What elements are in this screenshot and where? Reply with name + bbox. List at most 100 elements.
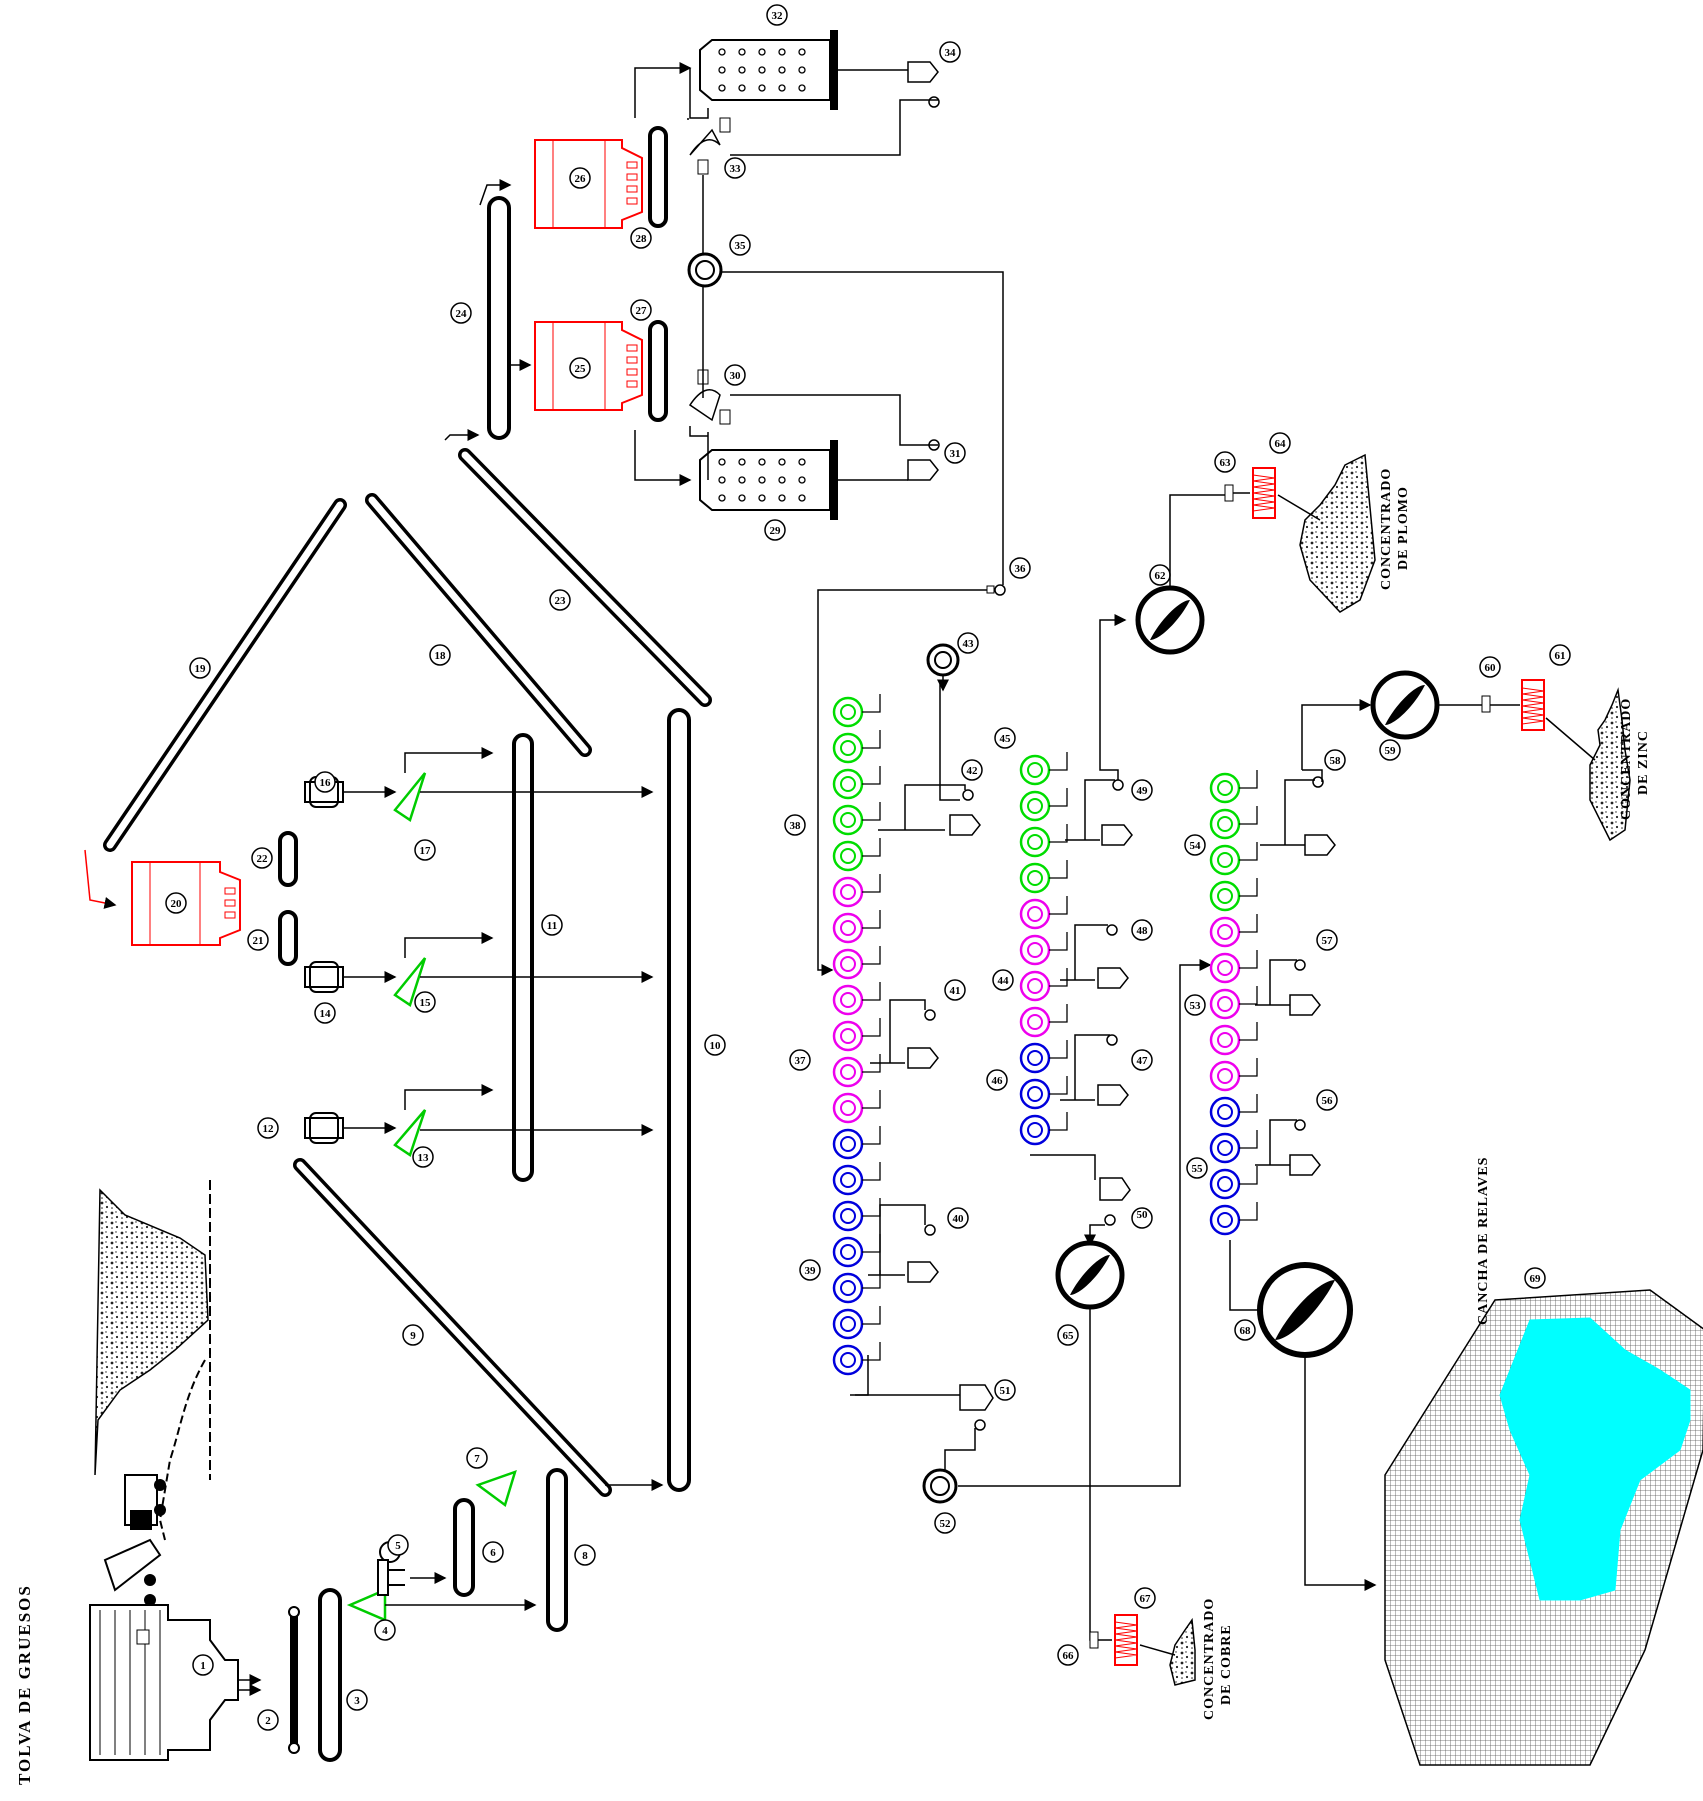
num-12: 12 bbox=[263, 1123, 275, 1135]
num-25: 25 bbox=[575, 363, 587, 375]
feeder-21 bbox=[280, 912, 296, 964]
tailings-label: CANCHA DE RELAVES bbox=[1476, 1157, 1491, 1325]
loader-icon bbox=[105, 1540, 160, 1606]
flotation-cell bbox=[1211, 1166, 1257, 1198]
screen-17 bbox=[395, 773, 425, 820]
pump-box-47 bbox=[1098, 1035, 1128, 1105]
num-30: 30 bbox=[730, 370, 742, 382]
num-5: 5 bbox=[395, 1540, 401, 1552]
copper-label-2: DE COBRE bbox=[1219, 1624, 1234, 1705]
flotation-cell bbox=[1021, 1076, 1067, 1108]
flotation-cell bbox=[1021, 1040, 1067, 1072]
flotation-cell bbox=[834, 1054, 880, 1086]
zinc-label-2: DE ZINC bbox=[1636, 730, 1651, 795]
feeder-28 bbox=[650, 128, 666, 226]
classifier-33 bbox=[690, 118, 730, 174]
flotation-cell bbox=[1021, 896, 1067, 928]
flotation-cell bbox=[834, 694, 880, 726]
num-22: 22 bbox=[257, 853, 269, 865]
flotation-cell bbox=[834, 982, 880, 1014]
num-54: 54 bbox=[1190, 840, 1202, 852]
flotation-cell bbox=[1021, 824, 1067, 856]
pump-box-48 bbox=[1098, 925, 1128, 988]
pump-box-56 bbox=[1290, 1120, 1320, 1175]
num-18: 18 bbox=[435, 650, 447, 662]
num-37: 37 bbox=[795, 1055, 807, 1067]
pump-36 bbox=[987, 585, 1005, 595]
num-7: 7 bbox=[474, 1453, 480, 1465]
num-61: 61 bbox=[1555, 650, 1566, 662]
flotation-cell bbox=[834, 1090, 880, 1122]
flotation-cell bbox=[1211, 1130, 1257, 1162]
flotation-cell bbox=[834, 946, 880, 978]
conveyor-3 bbox=[320, 1590, 340, 1760]
screen-7 bbox=[478, 1472, 515, 1505]
diagram-title: TOLVA DE GRUESOS bbox=[15, 1584, 34, 1785]
num-64: 64 bbox=[1275, 438, 1287, 450]
flotation-cell bbox=[1211, 842, 1257, 874]
flotation-cell bbox=[1021, 968, 1067, 1000]
num-53: 53 bbox=[1190, 1000, 1202, 1012]
cone-crusher-14 bbox=[305, 962, 343, 992]
num-33: 33 bbox=[730, 163, 742, 175]
num-8: 8 bbox=[582, 1550, 588, 1562]
filter-67 bbox=[1115, 1615, 1137, 1665]
flotation-cell bbox=[1211, 1022, 1257, 1054]
feeder-22 bbox=[280, 833, 296, 885]
lead-label-2: DE PLOMO bbox=[1396, 486, 1411, 570]
flotation-cell bbox=[1021, 752, 1067, 784]
zinc-label-1: CONCENTRADO bbox=[1619, 698, 1634, 820]
flotation-cell bbox=[834, 1342, 880, 1374]
num-63: 63 bbox=[1220, 457, 1232, 469]
num-11: 11 bbox=[547, 920, 557, 932]
pump-box-40 bbox=[908, 1225, 938, 1282]
pump-box-42 bbox=[950, 790, 980, 835]
coarse-ore-hopper: 1 bbox=[90, 1605, 238, 1760]
flotation-cell bbox=[1211, 878, 1257, 910]
num-28: 28 bbox=[636, 233, 648, 245]
apron-feeder: 2 bbox=[258, 1607, 299, 1753]
num-41: 41 bbox=[950, 985, 961, 997]
num-51: 51 bbox=[1000, 1385, 1011, 1397]
flotation-cell bbox=[1211, 1094, 1257, 1126]
thickener-68 bbox=[1260, 1265, 1350, 1355]
copper-pile bbox=[1170, 1620, 1195, 1685]
num-4: 4 bbox=[382, 1625, 388, 1637]
filter-64 bbox=[1253, 468, 1275, 518]
num-35: 35 bbox=[735, 240, 747, 252]
cone-crusher-12 bbox=[305, 1113, 343, 1143]
flotation-cell bbox=[1211, 1058, 1257, 1090]
num-62: 62 bbox=[1155, 570, 1167, 582]
ball-mill-29: 29 bbox=[700, 440, 838, 540]
ore-pile bbox=[95, 1190, 208, 1475]
flotation-cell bbox=[834, 802, 880, 834]
flotation-cell bbox=[1021, 1004, 1067, 1036]
copper-label-1: CONCENTRADO bbox=[1202, 1598, 1217, 1720]
num-23: 23 bbox=[555, 595, 567, 607]
flotation-cell bbox=[834, 874, 880, 906]
conveyor-8 bbox=[548, 1470, 566, 1630]
num-15: 15 bbox=[420, 997, 432, 1009]
hydrocyclone-52 bbox=[924, 1470, 956, 1502]
conveyor-11 bbox=[514, 735, 532, 1180]
num-47: 47 bbox=[1137, 1055, 1149, 1067]
flotation-cell bbox=[1021, 860, 1067, 892]
num-69: 69 bbox=[1530, 1273, 1542, 1285]
pump-box-31 bbox=[908, 440, 939, 480]
flotation-cell bbox=[1021, 788, 1067, 820]
road bbox=[160, 1360, 205, 1540]
num-1: 1 bbox=[200, 1660, 206, 1672]
num-36: 36 bbox=[1015, 563, 1027, 575]
flotation-cell bbox=[834, 838, 880, 870]
flotation-cell bbox=[834, 766, 880, 798]
num-27: 27 bbox=[636, 305, 648, 317]
flotation-cell bbox=[834, 1018, 880, 1050]
num-65: 65 bbox=[1063, 1330, 1075, 1342]
regrind-cyclone-43 bbox=[928, 645, 958, 675]
num-17: 17 bbox=[420, 845, 432, 857]
pump-box-41 bbox=[908, 1010, 938, 1068]
num-43: 43 bbox=[963, 638, 975, 650]
filter-61 bbox=[1522, 680, 1544, 730]
num-39: 39 bbox=[805, 1265, 817, 1277]
